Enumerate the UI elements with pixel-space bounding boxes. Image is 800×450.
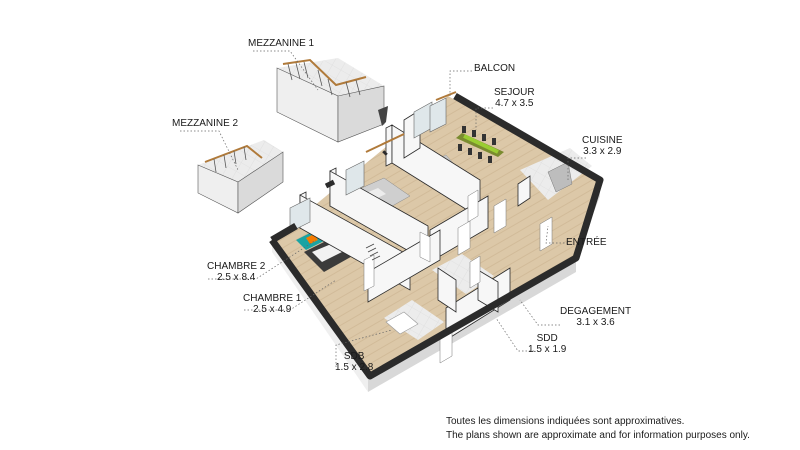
room-dims: 4.7 x 3.5 xyxy=(495,98,534,109)
label-sdb: SDB 1.5 x 2.8 xyxy=(335,351,373,373)
room-name: ENTRÉE xyxy=(566,237,607,248)
label-sdd: SDD 1.5 x 1.9 xyxy=(528,333,566,355)
room-name: SEJOUR xyxy=(494,87,535,98)
room-name: DEGAGEMENT xyxy=(560,306,632,317)
room-dims: 1.5 x 2.8 xyxy=(335,362,374,373)
room-dims: 2.5 x 8.4 xyxy=(217,272,256,283)
label-mezzanine-2: MEZZANINE 2 xyxy=(172,118,238,129)
leader-lines xyxy=(180,50,586,367)
label-chambre-1: CHAMBRE 1 2.5 x 4.9 xyxy=(243,293,301,315)
apartment-main-block xyxy=(269,91,604,392)
room-name: BALCON xyxy=(474,63,516,74)
mezzanine-1-block xyxy=(276,58,388,143)
room-name: SDB xyxy=(343,351,365,362)
label-chambre-2: CHAMBRE 2 2.5 x 8.4 xyxy=(207,261,265,283)
label-mezzanine-1: MEZZANINE 1 xyxy=(248,38,314,49)
room-dims: 1.5 x 1.9 xyxy=(528,344,567,355)
label-cuisine: CUISINE 3.3 x 2.9 xyxy=(582,135,623,157)
room-dims: 3.3 x 2.9 xyxy=(583,146,622,157)
disclaimer-en: The plans shown are approximate and for … xyxy=(446,430,750,441)
room-name: MEZZANINE 2 xyxy=(172,118,239,129)
label-degagement: DEGAGEMENT 3.1 x 3.6 xyxy=(560,306,631,328)
label-sejour: SEJOUR 4.7 x 3.5 xyxy=(494,87,535,109)
room-name: CHAMBRE 1 xyxy=(243,293,302,304)
disclaimer-fr: Toutes les dimensions indiquées sont app… xyxy=(446,416,685,427)
label-entree: ENTRÉE xyxy=(566,237,607,248)
mezzanine-2-block xyxy=(197,140,284,214)
room-name: CHAMBRE 2 xyxy=(207,261,266,272)
room-dims: 3.1 x 3.6 xyxy=(576,317,615,328)
disclaimer: Toutes les dimensions indiquées sont app… xyxy=(446,415,750,443)
label-balcon: BALCON xyxy=(474,63,515,74)
room-dims: 2.5 x 4.9 xyxy=(253,304,292,315)
room-name: MEZZANINE 1 xyxy=(248,38,315,49)
room-name: SDD xyxy=(536,333,558,344)
room-name: CUISINE xyxy=(582,135,623,146)
